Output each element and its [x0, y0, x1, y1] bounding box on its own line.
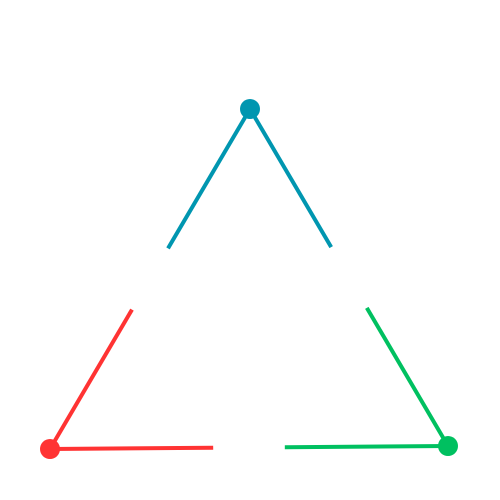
edge-bottom-right-to-bottom-left: [284, 444, 449, 450]
edge-bottom-left-to-top: [48, 308, 134, 451]
node-bottom-right: [438, 436, 458, 456]
edge-top-to-bottom-right: [248, 107, 333, 249]
node-top: [240, 99, 260, 119]
edge-layer: [48, 107, 450, 451]
node-layer: [40, 99, 458, 459]
node-bottom-left: [40, 439, 60, 459]
edge-top-to-bottom-left: [166, 107, 252, 250]
edge-bottom-right-to-top: [365, 306, 450, 448]
edge-bottom-left-to-bottom-right: [49, 445, 214, 451]
